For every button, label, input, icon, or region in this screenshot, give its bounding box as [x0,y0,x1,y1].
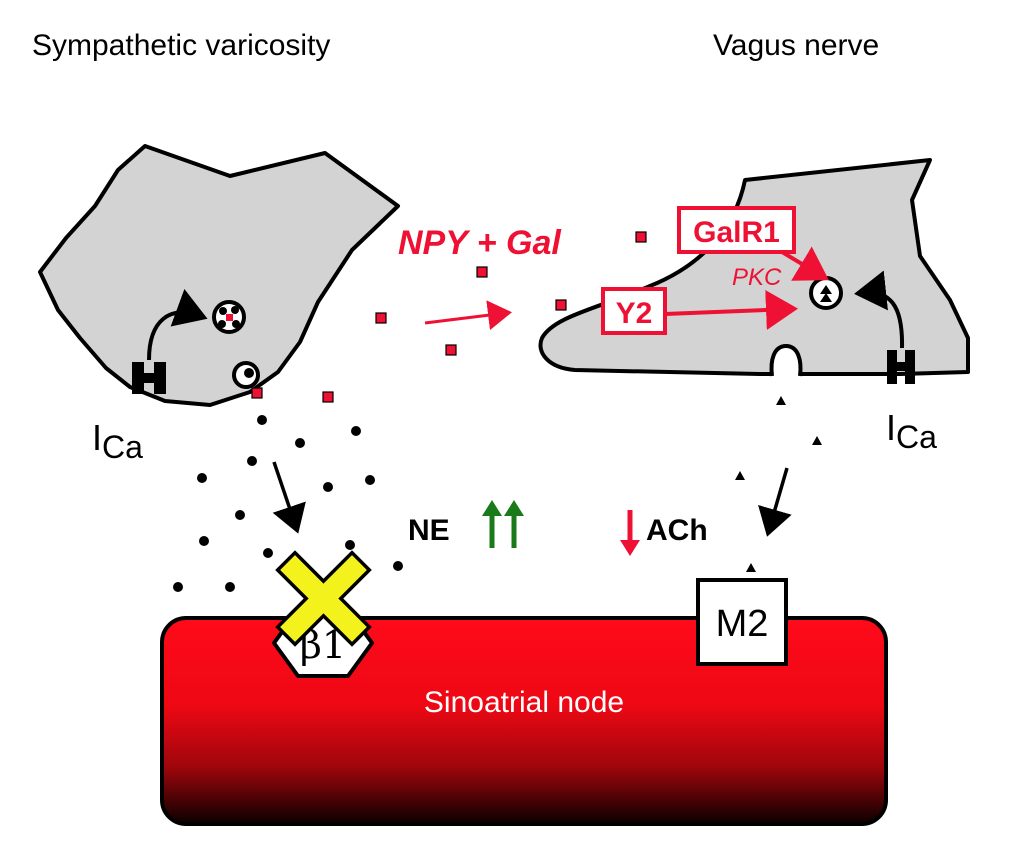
calcium-channel-left-b [154,362,166,394]
calcium-channel-left-a [132,362,144,394]
galr1-receptor-box [677,206,796,254]
sympathetic-terminal [38,144,400,407]
sympathetic-varicosity-title: Sympathetic varicosity [32,29,330,62]
ne-increase-arrows [482,500,524,548]
y2-label: Y2 [616,297,653,330]
blocked-x-icon [275,550,372,647]
ica-label-right: ICa [886,407,937,455]
calcium-influx-arrow-right [854,270,905,349]
acetylcholine-particles [735,396,822,572]
vagus-nerve-title: Vagus nerve [713,29,879,62]
ne-label: NE [408,514,450,547]
npy-gal-label: NPY + Gal [398,224,562,262]
calcium-channel-left-bridge [140,373,158,383]
ach-label: ACh [646,514,708,547]
m2-receptor [696,578,788,666]
ach-release-arrow [758,467,792,537]
galr1-label: GalR1 [693,216,780,249]
ach-decrease-arrow [620,510,640,556]
ica-label-left: ICa [92,417,143,465]
calcium-channel-right-b [905,350,915,384]
norepinephrine-particles [173,415,403,592]
docking-vesicle-right [769,343,803,377]
y2-arrow [664,289,798,330]
galr1-arrow [780,246,829,281]
peptide-particles [251,231,647,403]
calcium-influx-arrow-left [147,288,208,361]
sinoatrial-node-label: Sinoatrial node [424,686,624,719]
m2-label: M2 [716,603,769,645]
y2-receptor-box [601,287,667,335]
pkc-label: PKC [732,264,782,291]
calcium-channel-right-a [887,350,897,384]
npy-gal-arrow [424,300,512,331]
calcium-channel-right-bridge [895,362,907,371]
ne-release-arrow [272,461,306,534]
